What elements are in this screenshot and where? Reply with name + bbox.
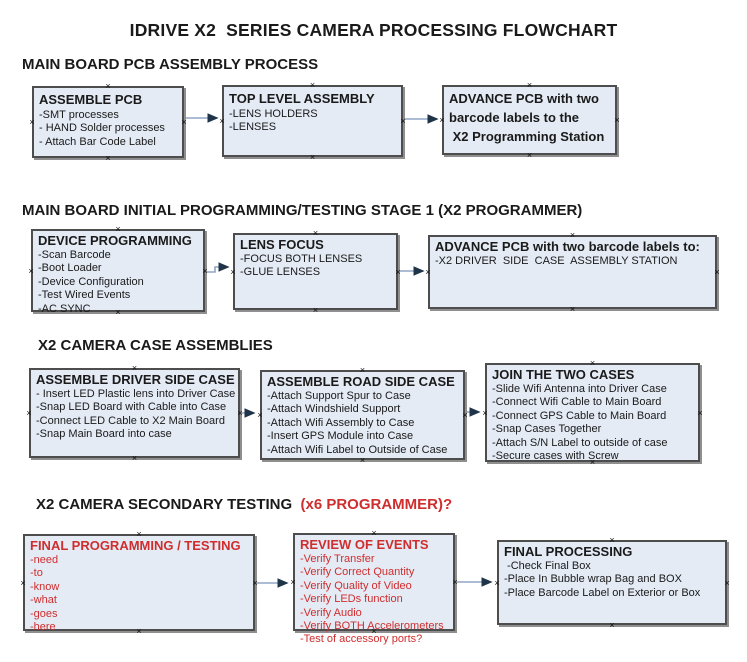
- connection-point-icon: ×: [395, 266, 401, 277]
- box-title: FINAL PROGRAMMING / TESTING: [30, 538, 241, 553]
- flow-box-advance-pcb-driver-side: ×××× ADVANCE PCB with two barcode labels…: [425, 230, 719, 314]
- box-title: DEVICE PROGRAMMING: [38, 233, 192, 248]
- flow-box-review-of-events: ×××× REVIEW OF EVENTS -Verify Transfer -…: [290, 528, 457, 645]
- flow-box-assemble-pcb: ×××× ASSEMBLE PCB -SMT processes - HAND …: [29, 81, 186, 163]
- box-title: JOIN THE TWO CASES: [492, 367, 635, 382]
- connection-point-icon: ×: [230, 266, 236, 277]
- flow-box-assemble-road-side-case: ×××× ASSEMBLE ROAD SIDE CASE -Attach Sup…: [257, 365, 467, 465]
- page-title: IDRIVE X2 SERIES CAMERA PROCESSING FLOWC…: [129, 20, 618, 40]
- connector-arrow: [206, 262, 230, 273]
- flow-box-final-processing: ×××× FINAL PROCESSING -Check Final Box -…: [494, 535, 729, 630]
- connection-point-icon: ×: [526, 150, 533, 160]
- section-heading-initial-programming: MAIN BOARD INITIAL PROGRAMMING/TESTING S…: [22, 202, 583, 219]
- connection-point-icon: ×: [452, 577, 458, 587]
- box-items: -Attach Support Spur to Case -Attach Win…: [267, 390, 448, 456]
- flow-box-advance-pcb-programming-station: ×××× ADVANCE PCB with two barcode labels…: [439, 80, 619, 160]
- connection-point-icon: ×: [697, 407, 703, 418]
- connection-point-icon: ×: [252, 577, 258, 588]
- connection-point-icon: ×: [257, 410, 263, 420]
- box-items: -Check Final Box -Place In Bubble wrap B…: [504, 560, 701, 599]
- connection-point-icon: ×: [569, 304, 576, 314]
- section-heading-secondary-testing: X2 CAMERA SECONDARY TESTING (x6 PROGRAMM…: [36, 496, 452, 513]
- box-title: ADVANCE PCB with two barcode labels to:: [435, 239, 700, 254]
- flow-box-lens-focus: ×××× LENS FOCUS -FOCUS BOTH LENSES -GLUE…: [230, 228, 400, 315]
- connection-point-icon: ×: [609, 620, 615, 630]
- connection-point-icon: ×: [20, 577, 26, 588]
- box-items: -FOCUS BOTH LENSES -GLUE LENSES: [240, 253, 363, 279]
- connection-point-icon: ×: [439, 115, 445, 125]
- section-heading-red-part: (x6 PROGRAMMER)?: [300, 496, 453, 513]
- box-title: ADVANCE PCB with two barcode labels to t…: [449, 91, 605, 144]
- connection-point-icon: ×: [26, 408, 32, 418]
- box-title: ASSEMBLE PCB: [39, 92, 143, 107]
- connection-point-icon: ×: [219, 116, 225, 126]
- connection-point-icon: ×: [105, 153, 111, 163]
- connection-point-icon: ×: [181, 117, 187, 127]
- box-items: -Slide Wifi Antenna into Driver Case -Co…: [492, 383, 668, 463]
- connection-point-icon: ×: [131, 453, 138, 463]
- connection-point-icon: ×: [614, 115, 620, 125]
- box-items: - Insert LED Plastic lens into Driver Ca…: [36, 388, 236, 441]
- box-title: TOP LEVEL ASSEMBLY: [229, 91, 375, 106]
- connection-point-icon: ×: [482, 407, 488, 418]
- connection-point-icon: ×: [237, 408, 243, 418]
- connection-point-icon: ×: [312, 305, 319, 315]
- box-title: ASSEMBLE DRIVER SIDE CASE: [36, 372, 235, 387]
- flow-box-join-the-two-cases: ×××× JOIN THE TWO CASES -Slide Wifi Ante…: [482, 358, 702, 467]
- connection-point-icon: ×: [724, 577, 730, 588]
- connection-point-icon: ×: [29, 117, 35, 127]
- connection-point-icon: ×: [494, 577, 500, 588]
- flow-box-top-level-assembly: ×××× TOP LEVEL ASSEMBLY -LENS HOLDERS -L…: [219, 80, 405, 162]
- box-items: -X2 DRIVER SIDE CASE ASSEMBLY STATION: [435, 255, 678, 267]
- flow-box-final-programming-testing: ×××× FINAL PROGRAMMING / TESTING -need -…: [20, 529, 257, 636]
- connection-point-icon: ×: [400, 116, 406, 126]
- box-items: -Scan Barcode -Boot Loader -Device Confi…: [38, 249, 144, 315]
- connection-point-icon: ×: [309, 152, 316, 162]
- connection-point-icon: ×: [290, 577, 296, 587]
- box-title: FINAL PROCESSING: [504, 544, 633, 559]
- flow-box-assemble-driver-side-case: ×××× ASSEMBLE DRIVER SIDE CASE - Insert …: [26, 363, 242, 463]
- connection-point-icon: ×: [714, 267, 720, 277]
- connection-point-icon: ×: [28, 265, 34, 276]
- section-heading-pcb-assembly: MAIN BOARD PCB ASSEMBLY PROCESS: [22, 56, 319, 73]
- flow-box-device-programming: ×××× DEVICE PROGRAMMING -Scan Barcode -B…: [28, 224, 207, 317]
- box-title: REVIEW OF EVENTS: [300, 537, 429, 552]
- section-heading-case-assemblies: X2 CAMERA CASE ASSEMBLIES: [38, 337, 273, 354]
- connection-point-icon: ×: [202, 265, 208, 276]
- box-title: LENS FOCUS: [240, 237, 324, 252]
- box-items: -Verify Transfer -Verify Correct Quantit…: [300, 553, 444, 646]
- section-heading-black-part: X2 CAMERA SECONDARY TESTING: [36, 496, 301, 513]
- box-items: -need -to -know -what -goes -here: [30, 554, 60, 634]
- box-items: -SMT processes - HAND Solder processes -…: [39, 109, 165, 148]
- connection-point-icon: ×: [462, 410, 468, 420]
- box-title: ASSEMBLE ROAD SIDE CASE: [267, 374, 455, 389]
- connection-point-icon: ×: [425, 267, 431, 277]
- box-items: -LENS HOLDERS -LENSES: [229, 108, 318, 134]
